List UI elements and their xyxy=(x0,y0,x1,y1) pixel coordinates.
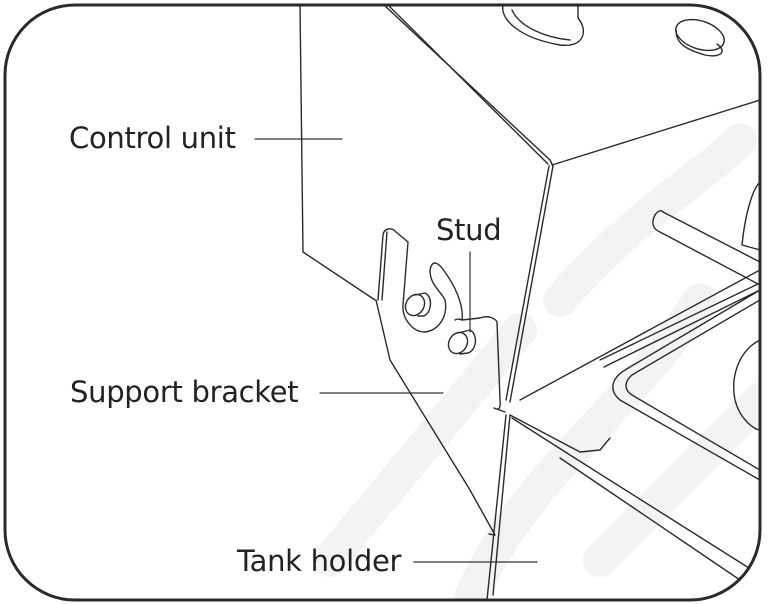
right-components xyxy=(519,181,760,401)
watermark xyxy=(313,123,760,600)
knob-right xyxy=(675,18,725,52)
leader-lines xyxy=(254,138,538,563)
label-support-bracket: Support bracket xyxy=(70,375,299,409)
frame-border xyxy=(3,3,762,602)
control-unit-body xyxy=(299,5,760,403)
label-stud: Stud xyxy=(436,213,502,247)
stud-part xyxy=(404,292,477,355)
label-tank-holder: Tank holder xyxy=(237,544,402,578)
knob-left xyxy=(502,5,584,46)
tank-holder-part xyxy=(486,289,760,600)
label-control-unit: Control unit xyxy=(69,121,236,155)
tank-rim xyxy=(612,289,760,481)
support-bracket-part xyxy=(375,228,506,536)
